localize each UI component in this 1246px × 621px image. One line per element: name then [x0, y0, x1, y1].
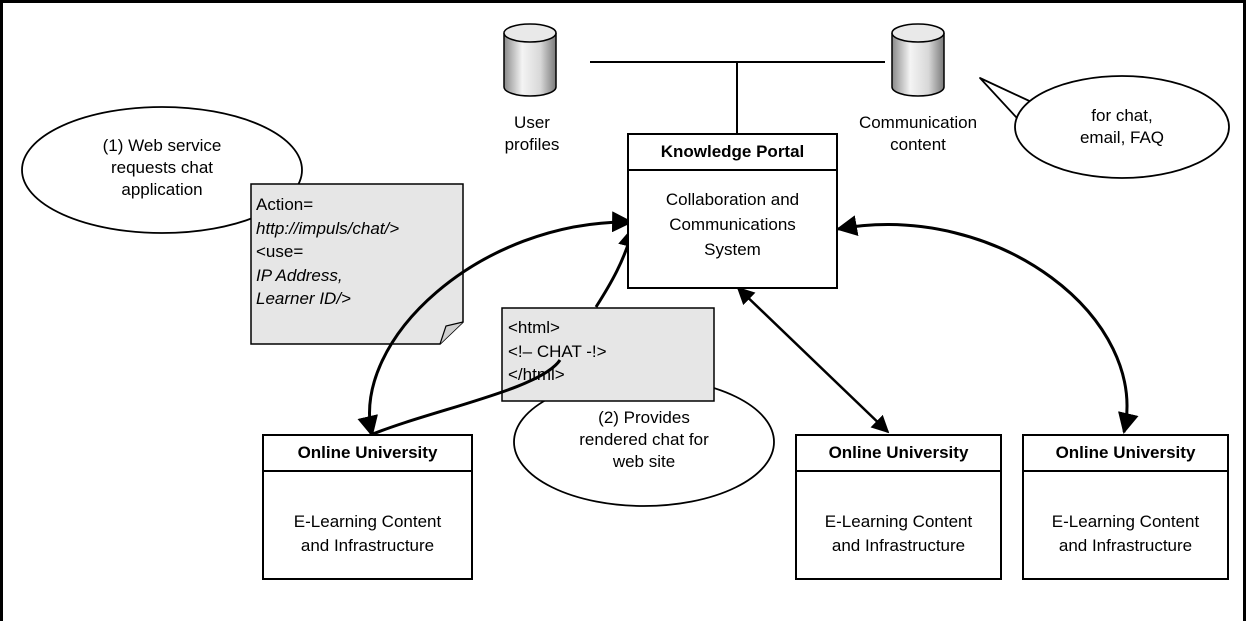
callout-line: application [121, 180, 203, 199]
communication-content-label: Communication content [850, 112, 986, 156]
web-service-callout-text: (1) Web service requests chat applicatio… [62, 135, 262, 201]
note-line: IP Address, [256, 265, 343, 285]
database-icon [503, 23, 557, 97]
database-icon [891, 23, 945, 97]
note-line: <html> [508, 318, 560, 337]
db-connector [590, 61, 885, 133]
request-note-text: Action= http://impuls/chat/> <use= IP Ad… [256, 193, 461, 311]
arrow-portal-to-university-2 [736, 286, 890, 434]
callout-line: for chat, [1091, 106, 1153, 125]
portal-line: Collaboration and [665, 190, 800, 209]
callout-line: web site [612, 452, 676, 471]
callout-line: email, FAQ [1079, 128, 1165, 147]
online-university-box: Online University E-Learning Content and… [795, 434, 1002, 580]
speech-bubble-for-chat [979, 75, 1230, 179]
note-line: <use= [256, 242, 304, 261]
label-line: User [514, 113, 550, 132]
university-line: and Infrastructure [300, 536, 435, 555]
callout-line: (2) Provides [598, 408, 690, 427]
label-line: profiles [504, 135, 560, 154]
university-line: and Infrastructure [831, 536, 966, 555]
label-line: Communication [858, 113, 978, 132]
university-title: Online University [797, 436, 1000, 472]
html-note-text: <html> <!– CHAT -!> </html> [508, 316, 708, 387]
note-line: Learner ID/> [256, 289, 351, 308]
university-title: Online University [1024, 436, 1227, 472]
online-university-box: Online University E-Learning Content and… [262, 434, 473, 580]
university-description: E-Learning Content and Infrastructure [797, 472, 1000, 558]
portal-title: Knowledge Portal [629, 135, 836, 171]
university-description: E-Learning Content and Infrastructure [264, 472, 471, 558]
note-line: Action= [256, 195, 314, 214]
arrow-html-return [367, 359, 562, 438]
arrow-portal-to-university-1 [357, 211, 634, 438]
callout-line: (1) Web service [102, 136, 222, 155]
portal-line: Communications [669, 215, 796, 234]
knowledge-portal-box: Knowledge Portal Collaboration and Commu… [627, 133, 838, 289]
university-description: E-Learning Content and Infrastructure [1024, 472, 1227, 558]
label-line: content [890, 135, 946, 154]
university-line: E-Learning Content [824, 512, 973, 531]
university-title: Online University [264, 436, 471, 472]
university-line: E-Learning Content [293, 512, 442, 531]
note-line: </html> [508, 365, 565, 384]
arrow-portal-to-university-3 [835, 215, 1139, 435]
university-line: and Infrastructure [1058, 536, 1193, 555]
user-profiles-label: User profiles [488, 112, 576, 156]
provides-callout-text: (2) Provides rendered chat for web site [544, 407, 744, 473]
callout-line: rendered chat for [579, 430, 709, 449]
online-university-box: Online University E-Learning Content and… [1022, 434, 1229, 580]
portal-line: System [704, 240, 761, 259]
callout-line: requests chat [110, 158, 214, 177]
portal-description: Collaboration and Communications System [629, 171, 836, 262]
note-line: http://impuls/chat/> [256, 218, 400, 238]
university-line: E-Learning Content [1051, 512, 1200, 531]
callout-bubble-web-service [21, 106, 303, 234]
note-line: <!– CHAT -!> [508, 341, 607, 361]
for-chat-callout-text: for chat, email, FAQ [1052, 105, 1192, 149]
